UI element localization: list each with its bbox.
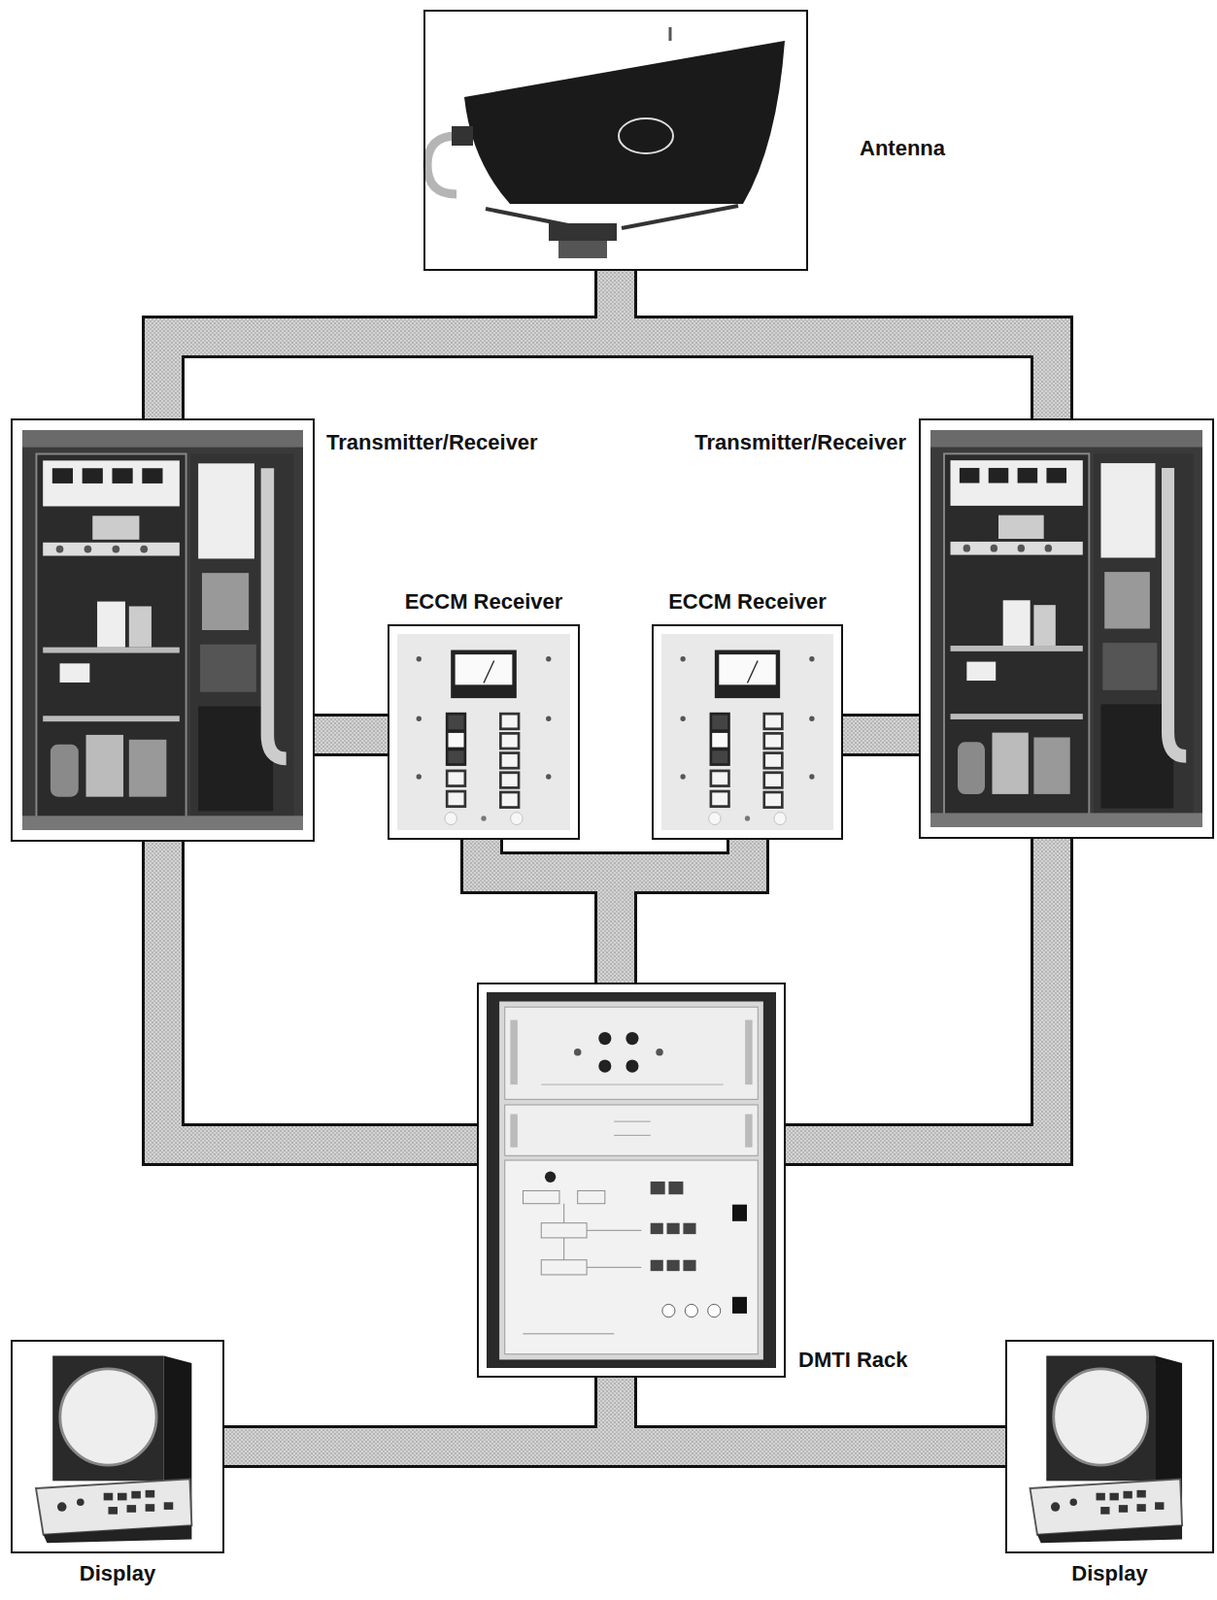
photo-box: Display	[10, 1340, 225, 1555]
band-fill	[224, 1378, 616, 1448]
band-fill	[163, 270, 616, 419]
illustration-part	[433, 19, 799, 262]
illustration-part	[558, 240, 608, 259]
band-connector	[785, 839, 1052, 1146]
rack-photo	[486, 992, 777, 1369]
photo-box: Transmitter/Receiver	[918, 418, 1215, 840]
band-fill	[615, 1378, 1006, 1448]
band-connector	[163, 842, 477, 1146]
unit-label: ECCM Receiver	[403, 589, 566, 615]
photo-box: ECCM Receiver	[387, 624, 580, 841]
unit-label: Display	[77, 1561, 158, 1588]
band-connector	[615, 270, 1052, 419]
photo-box: Antenna	[423, 9, 809, 271]
band-connector	[615, 840, 748, 983]
band-connector	[843, 713, 919, 757]
band-connector	[615, 1378, 1006, 1448]
band-fill	[314, 716, 388, 754]
band-fill	[163, 842, 477, 1146]
unit-label: ECCM Receiver	[666, 589, 829, 615]
unit-label: Transmitter/Receiver	[324, 430, 541, 456]
cabinet-photo	[22, 430, 304, 831]
band-fill	[843, 716, 919, 754]
panel-photo	[397, 634, 571, 831]
band-fill	[785, 839, 1052, 1146]
panel-photo	[661, 634, 834, 831]
illustration-part	[618, 118, 674, 154]
band-fill	[481, 840, 616, 983]
photo-box: Display	[1005, 1340, 1215, 1555]
band-connector	[314, 713, 388, 757]
illustration-part	[464, 40, 785, 204]
illustration-part	[669, 27, 673, 41]
console-photo	[35, 1355, 192, 1544]
band-connector	[163, 270, 616, 419]
antenna-photo	[427, 19, 799, 262]
unit-label: Antenna	[857, 135, 947, 162]
illustration-part	[621, 205, 739, 229]
unit-label: DMTI Rack	[796, 1348, 910, 1374]
illustration-part	[548, 223, 617, 241]
console-photo	[1030, 1355, 1184, 1544]
illustration-part	[451, 126, 474, 146]
photo-box: Transmitter/Receiver	[10, 418, 315, 843]
cabinet-photo	[930, 430, 1203, 828]
unit-label: Display	[1069, 1561, 1150, 1588]
band-fill	[615, 840, 748, 983]
photo-box: ECCM Receiver	[651, 624, 844, 841]
photo-box: DMTI Rack	[476, 982, 786, 1379]
band-connector	[224, 1378, 616, 1448]
unit-label: Transmitter/Receiver	[692, 430, 909, 456]
band-fill	[615, 270, 1052, 419]
